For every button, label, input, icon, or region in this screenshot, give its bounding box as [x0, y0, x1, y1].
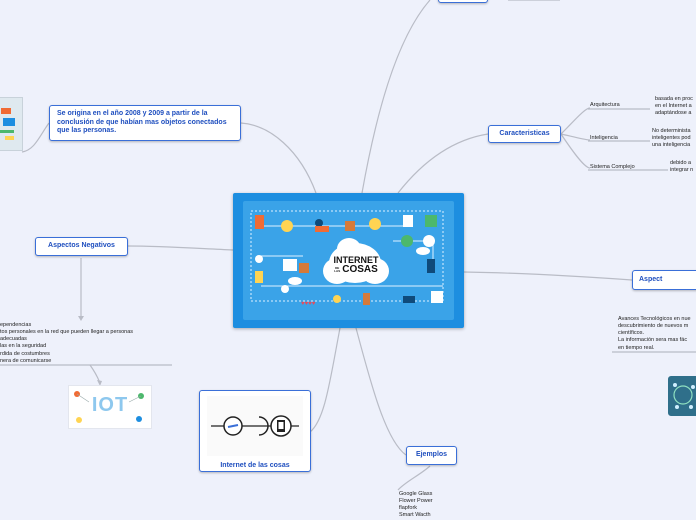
- central-node[interactable]: ♥♥♥♥ INTERNET DE LAS COSAS: [233, 193, 464, 328]
- origin-image: [0, 97, 23, 151]
- list-item: Flower Power: [399, 498, 433, 505]
- list-item: Avances Tecnológicos en nue: [618, 316, 691, 322]
- node-aspectos-negativos-label: Aspectos Negativos: [48, 242, 115, 250]
- origin-image-graphic: [0, 108, 15, 140]
- list-item: científicos.: [618, 330, 644, 337]
- node-internet-label: Internet de las cosas: [220, 462, 290, 469]
- list-item: nera de comunicarse: [0, 357, 52, 364]
- node-caracteristicas-label: Caracteristicas: [499, 129, 550, 137]
- list-item: Google Glass: [399, 491, 433, 497]
- central-title-line2: COSAS: [342, 264, 378, 275]
- list-item: descubrimiento de nuevos m: [618, 323, 689, 330]
- list-item: tos personales en la red que pueden lleg…: [0, 329, 134, 336]
- caracteristica-sistema-complejo-desc: debido a integrar n: [670, 160, 694, 174]
- node-aspectos-positivos[interactable]: Aspect: [632, 270, 696, 290]
- node-aspectos-positivos-label: Aspect: [639, 275, 663, 283]
- list-item: en tiempo real.: [618, 344, 655, 351]
- caracteristica-arquitectura-desc: basada en proc en el Internet a adaptánd…: [655, 96, 693, 117]
- iot-logo-image: IOT: [68, 385, 152, 429]
- ejemplos-list: Google Glass Flower Power flapfork Smart…: [399, 491, 433, 520]
- caracteristica-arquitectura[interactable]: Arquitectura: [590, 102, 620, 108]
- positivos-image: [668, 376, 696, 416]
- iot-devices-image: [207, 396, 303, 456]
- svg-text:♥♥♥♥: ♥♥♥♥: [301, 301, 316, 307]
- node-top-cutoff[interactable]: [438, 0, 488, 3]
- list-item: las en la seguridad: [0, 343, 47, 350]
- node-ejemplos[interactable]: Ejemplos: [406, 446, 457, 465]
- iot-logo-graphic: [74, 391, 144, 423]
- list-item: ependencias: [0, 322, 32, 328]
- list-item: Smart Wacth: [399, 512, 431, 519]
- central-title-line1: INTERNET: [333, 255, 379, 265]
- central-illustration: ♥♥♥♥ INTERNET DE LAS COSAS: [243, 201, 454, 320]
- list-item: adecuadas: [0, 336, 27, 343]
- node-ejemplos-label: Ejemplos: [415, 451, 448, 459]
- list-item: La información sera mas fác: [618, 337, 688, 344]
- node-origin-text: Se origina en el año 2008 y 2009 a parti…: [57, 109, 227, 135]
- node-internet-de-las-cosas[interactable]: Internet de las cosas: [199, 390, 311, 472]
- iot-logo-text: IOT: [91, 394, 129, 416]
- list-item: rdida de costumbres: [0, 350, 50, 357]
- positivos-image-graphic: [673, 383, 695, 409]
- central-title-mid: DE LAS: [334, 266, 341, 273]
- aspectos-negativos-list: ependencias tos personales en la red que…: [0, 322, 133, 365]
- caracteristica-sistema-complejo[interactable]: Sistema Complejo: [590, 164, 635, 170]
- caracteristica-inteligencia[interactable]: Inteligencia: [590, 135, 618, 141]
- iot-illustration: ♥♥♥♥: [250, 210, 444, 307]
- caracteristica-inteligencia-desc: No determinista inteligentes pod una int…: [652, 128, 691, 149]
- node-origin[interactable]: Se origina en el año 2008 y 2009 a parti…: [49, 105, 241, 141]
- node-caracteristicas[interactable]: Caracteristicas: [488, 125, 561, 143]
- list-item: flapfork: [399, 505, 418, 512]
- aspectos-positivos-list: Avances Tecnológicos en nue descubrimien…: [618, 316, 691, 352]
- node-aspectos-negativos[interactable]: Aspectos Negativos: [35, 237, 128, 256]
